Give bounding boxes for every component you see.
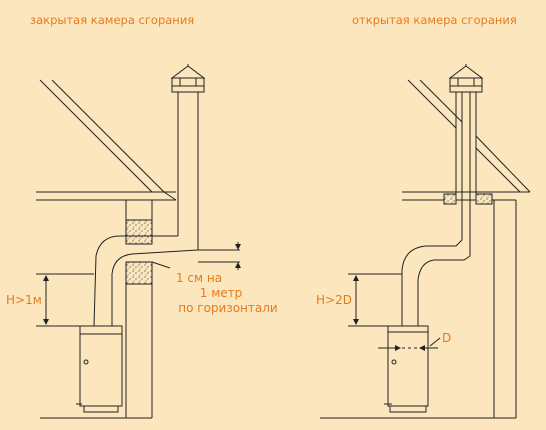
left-diagram: закрытая камера сгорания	[6, 13, 278, 419]
right-height-dimension: H>2D	[316, 273, 402, 327]
right-chimney	[448, 64, 484, 256]
slope-note-line-2: 1 метр	[200, 286, 243, 300]
right-roof	[402, 79, 531, 201]
right-title: открытая камера сгорания	[352, 13, 517, 27]
right-diameter-dimension: D	[378, 331, 451, 351]
slope-note-line-3: по горизонтали	[178, 301, 277, 315]
left-chimney-cap-base	[171, 85, 205, 93]
left-title: закрытая камера сгорания	[30, 13, 194, 27]
right-height-label: H>2D	[316, 293, 352, 307]
right-chimney-cap	[448, 65, 484, 79]
right-ceiling-insulation-right	[475, 193, 493, 205]
left-chimney-cap	[170, 65, 206, 79]
left-slope-dimension: 1 см на 1 метр по горизонтали	[151, 242, 278, 315]
slope-note-line-1: 1 см на	[176, 271, 222, 285]
left-height-dimension: H>1м	[6, 273, 94, 327]
right-flue	[401, 239, 471, 326]
right-boiler	[384, 325, 429, 413]
right-chimney-cap-base	[449, 85, 483, 93]
right-ceiling-insulation-left	[443, 193, 457, 205]
left-wall	[125, 199, 153, 419]
right-diameter-label: D	[442, 331, 451, 345]
left-chimney	[170, 64, 206, 250]
left-wall-insulation	[125, 261, 153, 285]
left-flue	[93, 235, 240, 327]
left-ceiling-insulation	[125, 219, 153, 245]
left-height-label: H>1м	[6, 293, 42, 307]
left-roof	[36, 79, 177, 201]
right-diagram: открытая камера сгорания	[316, 13, 531, 419]
right-wall	[443, 193, 517, 419]
left-boiler	[76, 325, 123, 413]
